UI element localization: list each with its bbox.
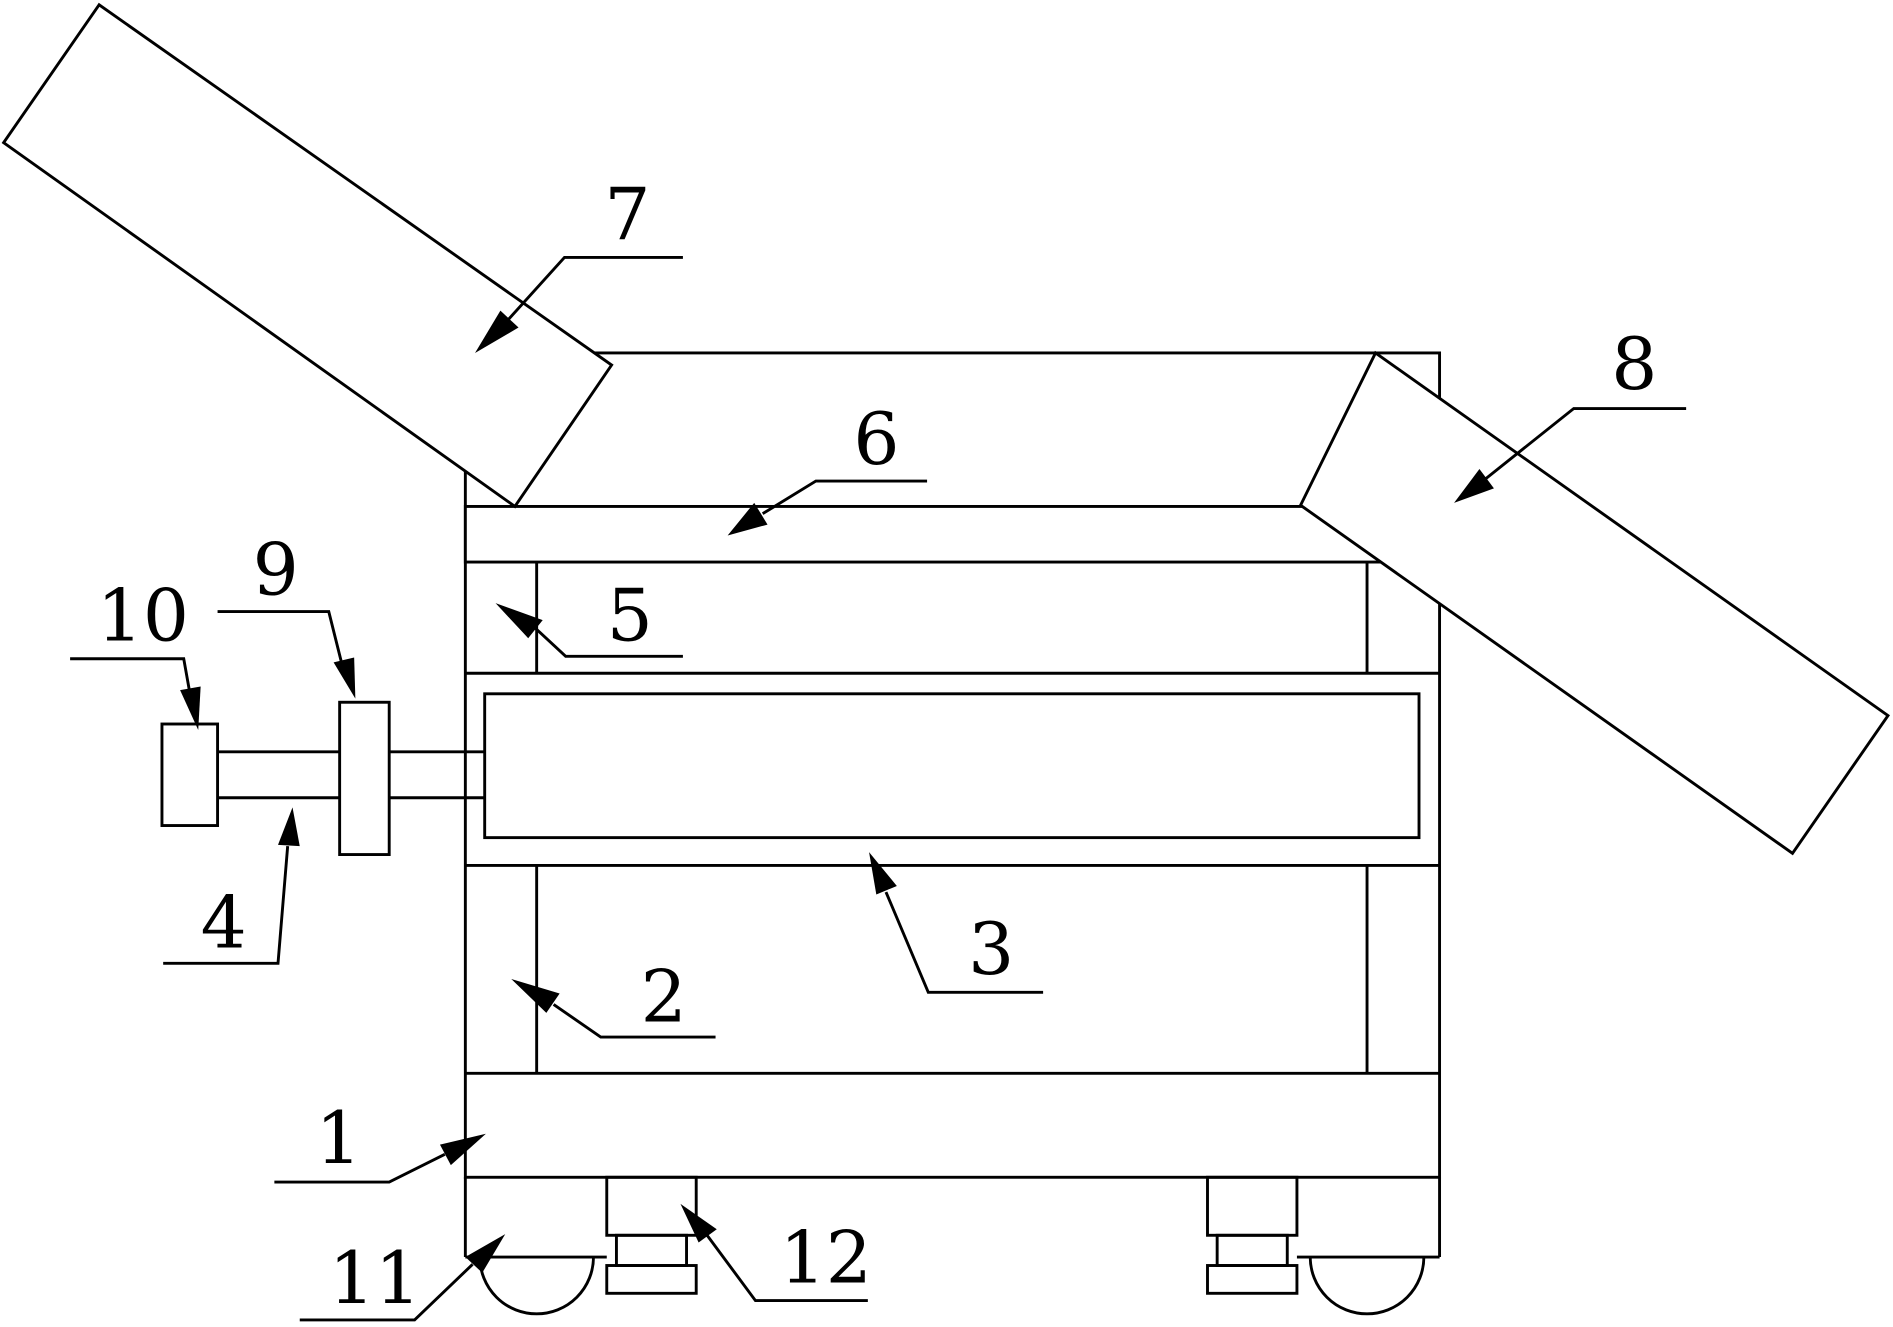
arrow-10: [180, 686, 201, 731]
leader-9: [217, 610, 344, 666]
label-9: 9: [253, 529, 299, 613]
arrow-5: [495, 603, 543, 639]
leader-1: [274, 1153, 446, 1184]
left-plate: [1, 2, 614, 509]
arrow-8: [1454, 468, 1494, 503]
leader-11: [299, 1263, 474, 1322]
right-foot-body: [1206, 1175, 1299, 1237]
leader-3: [884, 891, 1044, 994]
label-12: 12: [780, 1216, 872, 1300]
leader-8: [1483, 407, 1687, 481]
label-3: 3: [968, 908, 1014, 992]
left-wheel: [478, 1257, 595, 1316]
leader-12: [705, 1234, 868, 1303]
label-6: 6: [853, 398, 899, 482]
motor: [160, 722, 220, 827]
right-foot-neck: [1215, 1233, 1289, 1267]
leader-6: [761, 479, 928, 515]
main-housing-outline: [463, 351, 1442, 1179]
arrow-6: [727, 502, 768, 536]
label-11: 11: [329, 1237, 421, 1321]
leader-10: [70, 657, 192, 693]
leader-7: [506, 256, 683, 322]
arrow-3: [869, 852, 897, 895]
label-2: 2: [641, 955, 687, 1039]
left-foot-pad: [605, 1264, 698, 1295]
arrow-2: [511, 979, 560, 1013]
arrow-4: [278, 807, 300, 847]
leader-5: [530, 623, 683, 658]
label-5: 5: [607, 575, 653, 659]
arrow-1: [439, 1133, 486, 1166]
label-4: 4: [201, 882, 247, 966]
label-1: 1: [315, 1097, 361, 1181]
left-foot-neck: [614, 1233, 688, 1267]
arrow-7: [475, 310, 519, 353]
right-plate: [1298, 350, 1890, 856]
top-bar: [463, 504, 1442, 564]
label-7: 7: [604, 173, 650, 257]
label-10: 10: [97, 575, 189, 659]
arrow-9: [333, 657, 356, 699]
coupling: [338, 700, 391, 857]
arrow-12: [680, 1203, 717, 1243]
arrow-11: [465, 1234, 506, 1273]
drum: [483, 692, 1421, 840]
right-foot-pad: [1206, 1264, 1299, 1295]
label-8: 8: [1611, 323, 1657, 407]
right-wheel: [1308, 1257, 1426, 1316]
leader-4: [163, 845, 290, 965]
leader-2: [552, 1003, 716, 1039]
